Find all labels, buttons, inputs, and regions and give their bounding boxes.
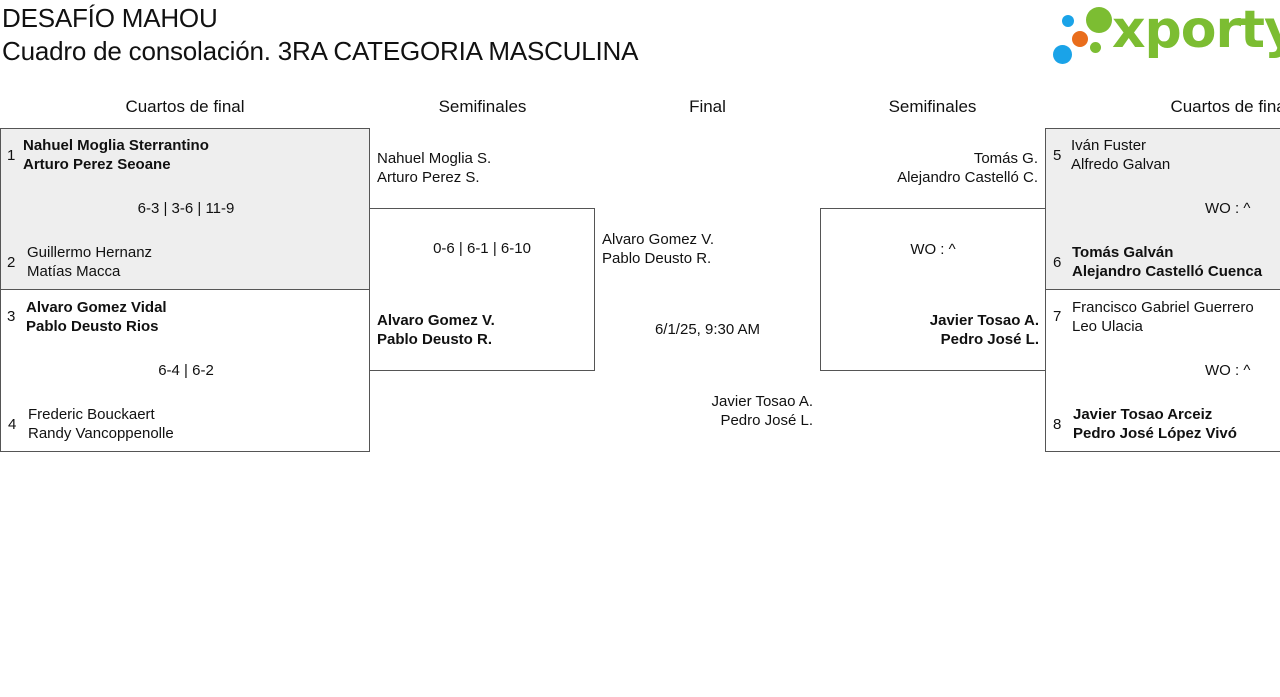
player-name: Alejandro Castelló Cuenca bbox=[1072, 263, 1263, 280]
match-qf-left-1[interactable]: 1 Nahuel Moglia Sterrantino Arturo Perez… bbox=[0, 128, 370, 290]
logo-dot-icon bbox=[1053, 45, 1072, 64]
team-name[interactable]: Alvaro Gomez V. Pablo Deusto R. bbox=[377, 311, 495, 349]
match-qf-left-2[interactable]: 3 Alvaro Gomez Vidal Pablo Deusto Rios 6… bbox=[0, 289, 370, 452]
match-score: WO : ^ bbox=[1205, 200, 1251, 217]
xporty-logo[interactable]: xporty bbox=[1050, 0, 1280, 67]
player-name: Frederic Bouckaert bbox=[28, 406, 155, 423]
player-name: Iván Fuster bbox=[1071, 137, 1147, 154]
team-name[interactable]: Nahuel Moglia Sterrantino Arturo Perez S… bbox=[23, 136, 209, 174]
team-name[interactable]: Tomás G. Alejandro Castelló C. bbox=[840, 149, 1038, 187]
draw-title: Cuadro de consolación. 3RA CATEGORIA MAS… bbox=[2, 36, 639, 66]
player-name: Pedro José López Vivó bbox=[1073, 425, 1237, 442]
player-name: Pablo Deusto Rios bbox=[26, 318, 159, 335]
round-header-qf-left: Cuartos de final bbox=[125, 97, 245, 116]
round-header-final: Final bbox=[689, 97, 726, 116]
player-name: Tomás G. bbox=[973, 150, 1038, 167]
match-qf-right-1[interactable]: 5 Iván Fuster Alfredo Galvan WO : ^ 6 To… bbox=[1045, 128, 1280, 290]
player-name: Javier Tosao A. bbox=[929, 312, 1039, 329]
player-name: Matías Macca bbox=[27, 263, 121, 280]
player-name: Guillermo Hernanz bbox=[27, 244, 153, 261]
player-name: Nahuel Moglia Sterrantino bbox=[23, 137, 209, 154]
seed-number: 1 bbox=[7, 147, 16, 164]
seed-number: 5 bbox=[1053, 147, 1062, 164]
final-datetime: 6/1/25, 9:30 AM bbox=[654, 321, 761, 338]
player-name: Arturo Perez Seoane bbox=[23, 156, 171, 173]
team-name[interactable]: Javier Tosao A. Pedro José L. bbox=[831, 311, 1039, 349]
seed-number: 3 bbox=[7, 308, 16, 325]
seed-number: 6 bbox=[1053, 254, 1062, 271]
round-header-qf-right: Cuartos de final bbox=[1170, 97, 1280, 116]
player-name: Pablo Deusto R. bbox=[377, 331, 493, 348]
match-qf-right-2[interactable]: 7 Francisco Gabriel Guerrero Leo Ulacia … bbox=[1045, 289, 1280, 452]
seed-number: 4 bbox=[8, 416, 17, 433]
player-name: Alejandro Castelló C. bbox=[897, 169, 1038, 186]
match-score: 0-6 | 6-1 | 6-10 bbox=[433, 240, 531, 257]
player-name: Pablo Deusto R. bbox=[602, 250, 712, 267]
team-name[interactable]: Frederic Bouckaert Randy Vancoppenolle bbox=[28, 405, 174, 443]
seed-number: 8 bbox=[1053, 416, 1062, 433]
event-title: DESAFÍO MAHOU bbox=[2, 3, 218, 33]
round-header-sf-right: Semifinales bbox=[888, 97, 977, 116]
player-name: Francisco Gabriel Guerrero bbox=[1072, 299, 1254, 316]
player-name: Alvaro Gomez V. bbox=[602, 231, 714, 248]
player-name: Javier Tosao Arceiz bbox=[1073, 406, 1213, 423]
team-name[interactable]: Alvaro Gomez Vidal Pablo Deusto Rios bbox=[26, 298, 167, 336]
team-name[interactable]: Iván Fuster Alfredo Galvan bbox=[1071, 136, 1170, 174]
player-name: Randy Vancoppenolle bbox=[28, 425, 174, 442]
player-name: Arturo Perez S. bbox=[377, 169, 480, 186]
team-name[interactable]: Guillermo Hernanz Matías Macca bbox=[27, 243, 152, 281]
match-score: WO : ^ bbox=[1205, 362, 1251, 379]
match-sf-right[interactable]: WO : ^ Javier Tosao A. Pedro José L. bbox=[820, 208, 1046, 371]
player-name: Alfredo Galvan bbox=[1071, 156, 1171, 173]
team-name[interactable]: Alvaro Gomez V. Pablo Deusto R. bbox=[602, 230, 714, 268]
logo-dot-icon bbox=[1086, 7, 1112, 33]
team-name[interactable]: Francisco Gabriel Guerrero Leo Ulacia bbox=[1072, 298, 1254, 336]
match-score: WO : ^ bbox=[910, 241, 956, 258]
round-header-sf-left: Semifinales bbox=[438, 97, 527, 116]
player-name: Javier Tosao A. bbox=[711, 393, 813, 410]
player-name: Alvaro Gomez Vidal bbox=[26, 299, 167, 316]
player-name: Tomás Galván bbox=[1072, 244, 1174, 261]
player-name: Pedro José L. bbox=[940, 331, 1039, 348]
team-name[interactable]: Javier Tosao Arceiz Pedro José López Viv… bbox=[1073, 405, 1237, 443]
team-name[interactable]: Javier Tosao A. Pedro José L. bbox=[620, 392, 813, 430]
player-name: Nahuel Moglia S. bbox=[377, 150, 492, 167]
match-sf-left[interactable]: 0-6 | 6-1 | 6-10 Alvaro Gomez V. Pablo D… bbox=[369, 208, 595, 371]
player-name: Alvaro Gomez V. bbox=[377, 312, 495, 329]
seed-number: 7 bbox=[1053, 308, 1062, 325]
team-name[interactable]: Tomás Galván Alejandro Castelló Cuenca bbox=[1072, 243, 1262, 281]
player-name: Leo Ulacia bbox=[1072, 318, 1143, 335]
match-score: 6-4 | 6-2 bbox=[158, 362, 214, 379]
logo-dot-icon bbox=[1072, 31, 1088, 47]
seed-number: 2 bbox=[7, 254, 16, 271]
player-name: Pedro José L. bbox=[720, 412, 813, 429]
match-score: 6-3 | 3-6 | 11-9 bbox=[137, 200, 235, 217]
team-name[interactable]: Nahuel Moglia S. Arturo Perez S. bbox=[377, 149, 491, 187]
logo-wordmark: xporty bbox=[1112, 0, 1280, 60]
logo-dot-icon bbox=[1062, 15, 1074, 27]
logo-dot-icon bbox=[1090, 42, 1101, 53]
